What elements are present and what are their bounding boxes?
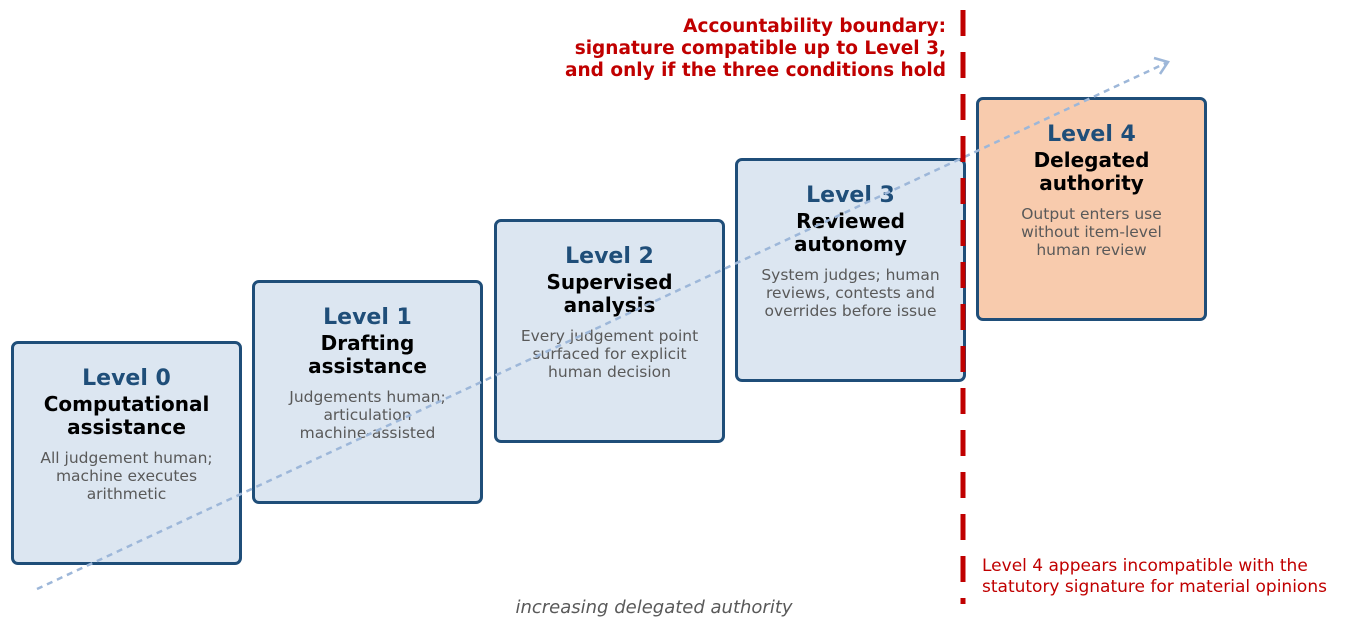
level-name: Reviewed autonomy	[738, 210, 963, 256]
level-title: Level 1	[323, 305, 412, 330]
level-name-line: Drafting	[320, 331, 415, 355]
level-name-line: autonomy	[794, 232, 907, 256]
level-name-line: authority	[1039, 171, 1144, 195]
level-4-box: Level 4 Delegated authority Output enter…	[976, 97, 1207, 321]
level-name-line: Computational	[43, 392, 210, 416]
description-line: Judgements human;	[289, 388, 446, 406]
description-line: machine executes	[55, 467, 198, 485]
description-line: overrides before issue	[764, 302, 937, 320]
level-description: Judgements human; articulation machine-a…	[255, 388, 480, 442]
level-name-line: Supervised	[546, 270, 673, 294]
note-line: statutory signature for material opinion…	[982, 577, 1327, 597]
incompatibility-note: Level 4 appears incompatible with the st…	[982, 556, 1327, 598]
description-line: Every judgement point	[520, 327, 699, 345]
level-name: Supervised analysis	[497, 271, 722, 317]
level-description: System judges; human reviews, contests a…	[738, 266, 963, 320]
level-description: Output enters use without item-level hum…	[979, 205, 1204, 259]
description-line: human decision	[548, 363, 671, 381]
boundary-label: Accountability boundary: signature compa…	[565, 16, 946, 82]
level-name-line: Reviewed	[796, 209, 905, 233]
level-2-box: Level 2 Supervised analysis Every judgem…	[494, 219, 725, 443]
description-line: arithmetic	[86, 485, 167, 503]
description-line: surfaced for explicit	[532, 345, 687, 363]
level-description: All judgement human; machine executes ar…	[14, 449, 239, 503]
level-name: Computational assistance	[14, 393, 239, 439]
description-line: machine-assisted	[299, 424, 436, 442]
level-name: Drafting assistance	[255, 332, 480, 378]
axis-label: increasing delegated authority	[515, 597, 793, 618]
level-name-line: assistance	[67, 415, 186, 439]
boundary-label-line: signature compatible up to Level 3,	[574, 38, 946, 59]
boundary-label-line: Accountability boundary:	[683, 16, 946, 37]
progression-arrowhead	[1153, 56, 1170, 75]
description-line: All judgement human;	[40, 449, 213, 467]
level-title: Level 0	[82, 366, 171, 391]
level-3-box: Level 3 Reviewed autonomy System judges;…	[735, 158, 966, 382]
level-description: Every judgement point surfaced for expli…	[497, 327, 722, 381]
level-name-line: Delegated	[1033, 148, 1150, 172]
level-name: Delegated authority	[979, 149, 1204, 195]
description-line: without item-level	[1021, 223, 1162, 241]
level-name-line: analysis	[563, 293, 656, 317]
boundary-label-line: and only if the three conditions hold	[565, 60, 946, 81]
description-line: System judges; human	[761, 266, 940, 284]
level-title: Level 2	[565, 244, 654, 269]
level-0-box: Level 0 Computational assistance All jud…	[11, 341, 242, 565]
description-line: human review	[1036, 241, 1147, 259]
level-title: Level 4	[1047, 122, 1136, 147]
description-line: articulation	[323, 406, 412, 424]
note-line: Level 4 appears incompatible with the	[982, 556, 1308, 576]
description-line: Output enters use	[1021, 205, 1162, 223]
level-name-line: assistance	[308, 354, 427, 378]
level-title: Level 3	[806, 183, 895, 208]
level-1-box: Level 1 Drafting assistance Judgements h…	[252, 280, 483, 504]
description-line: reviews, contests and	[766, 284, 935, 302]
